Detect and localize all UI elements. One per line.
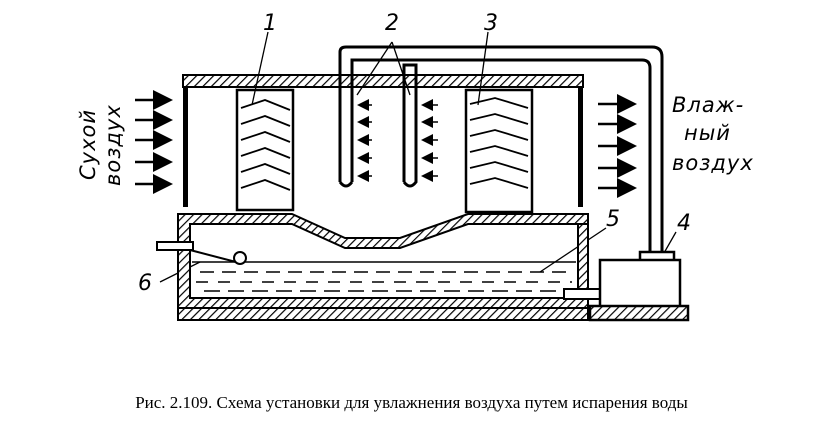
water	[192, 261, 576, 292]
water-tank	[177, 213, 589, 321]
right-frame	[578, 87, 583, 207]
evaporator-panel-right	[464, 88, 534, 214]
part-numbers: 1 2 3 4 5 6	[138, 11, 691, 296]
thermometer-tubes	[338, 45, 664, 252]
svg-text:3: 3	[484, 11, 498, 36]
humid-air-arrows	[598, 94, 637, 198]
dry-air-label: Сухой воздух	[76, 104, 125, 186]
humid-air-label: Влаж- ный воздух	[672, 93, 754, 175]
svg-text:6: 6	[138, 271, 152, 296]
svg-text:Влаж-: Влаж-	[672, 93, 744, 117]
svg-text:ный: ный	[684, 121, 731, 145]
dry-air-arrows	[135, 90, 173, 194]
svg-text:4: 4	[677, 211, 691, 236]
svg-text:воздух: воздух	[672, 151, 754, 175]
svg-text:2: 2	[385, 11, 399, 36]
top-wall	[182, 74, 584, 88]
svg-text:воздух: воздух	[101, 104, 125, 186]
evaporator-panel-left	[235, 88, 295, 212]
thermometer-arrows	[357, 99, 438, 182]
svg-text:5: 5	[606, 207, 620, 232]
svg-text:1: 1	[263, 11, 277, 36]
svg-text:Сухой: Сухой	[76, 109, 100, 180]
drain-pipe	[563, 288, 603, 300]
figure-caption: Рис. 2.109. Схема установки для увлажнен…	[135, 393, 688, 412]
left-frame	[183, 87, 188, 207]
pump-unit	[588, 250, 690, 322]
float-valve	[156, 241, 247, 265]
